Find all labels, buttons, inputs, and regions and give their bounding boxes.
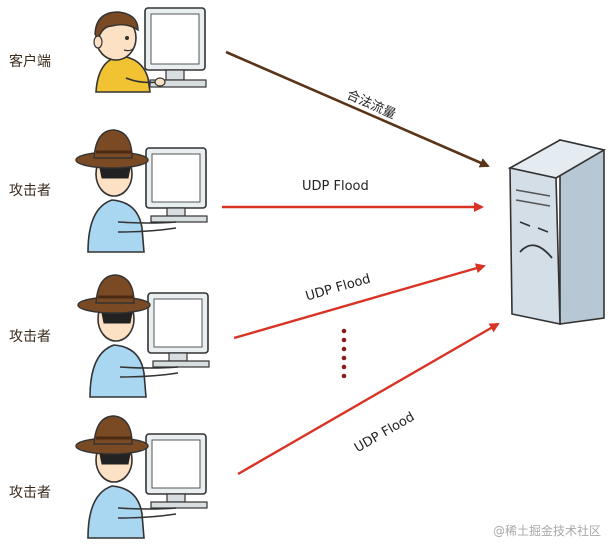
attacker-label-2: 攻击者 — [9, 329, 51, 345]
watermark: @稀土掘金技术社区 — [492, 524, 601, 538]
udp-flood-label-1: UDP Flood — [302, 179, 369, 194]
udp-flood-arrow-2 — [233, 263, 486, 340]
client-illustration — [93, 7, 207, 93]
attacker-illustration-3 — [75, 415, 208, 539]
attacker-label-1: 攻击者 — [9, 183, 51, 199]
server-illustration — [507, 138, 607, 325]
legit-traffic-arrow — [225, 50, 490, 168]
attacker-illustration-2 — [77, 274, 210, 398]
client-label: 客户端 — [9, 54, 51, 70]
more-attackers-dots — [341, 328, 347, 379]
udp-flood-arrow-3 — [237, 322, 500, 476]
attacker-illustration-1 — [75, 129, 208, 253]
attacker-label-3: 攻击者 — [9, 485, 51, 501]
